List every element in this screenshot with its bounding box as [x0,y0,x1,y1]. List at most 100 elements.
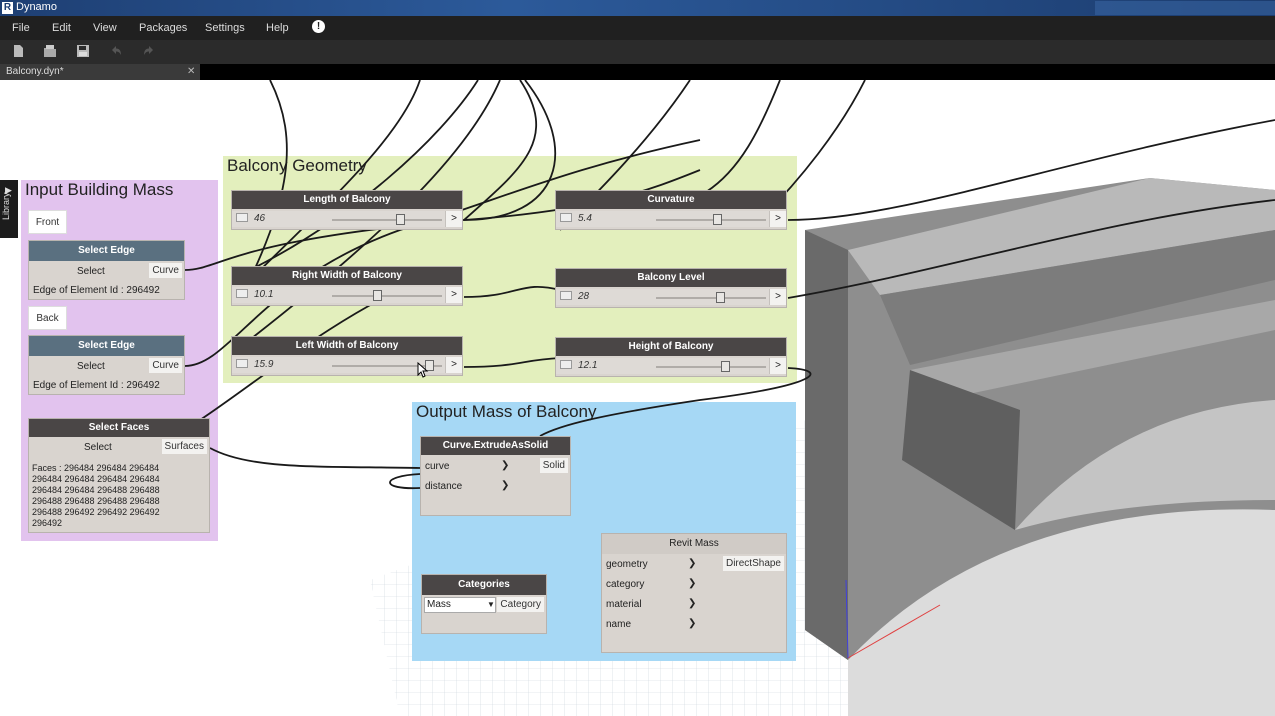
extrude-as-solid-node[interactable]: Curve.ExtrudeAsSolid curve ❯ distance ❯ … [420,436,571,516]
workspace-canvas[interactable]: ▶ Library Input Building Mass Balcony Ge… [0,80,1275,716]
tab-label: Balcony.dyn* [6,66,64,77]
revit-mass-node[interactable]: Revit Mass geometry ❯ category ❯ materia… [601,533,787,653]
input-port-material[interactable]: material [606,599,642,610]
node-title: Right Width of Balcony [232,267,462,285]
slider-height-of-balcony[interactable]: Height of Balcony 12.1 > [555,337,787,377]
category-dropdown[interactable]: Mass ▼ [424,597,496,613]
node-title: Curve.ExtrudeAsSolid [421,437,570,455]
output-port[interactable]: > [769,289,786,305]
slider-right-width-of-balcony[interactable]: Right Width of Balcony 10.1 > [231,266,463,306]
mouse-cursor-icon [417,362,429,378]
undo-icon[interactable] [109,44,123,58]
toolbar [0,40,1275,64]
expand-toggle[interactable] [560,360,572,369]
categories-node[interactable]: Categories Mass ▼ Category [421,574,547,634]
output-port-surfaces[interactable]: Surfaces [161,439,207,454]
slider-length-of-balcony[interactable]: Length of Balcony 46 > [231,190,463,230]
output-port[interactable]: > [769,211,786,227]
menu-edit[interactable]: Edit [52,22,71,34]
output-port-solid[interactable]: Solid [539,458,568,473]
slider-track[interactable] [332,219,442,221]
menu-file[interactable]: File [12,22,30,34]
wire [463,357,561,368]
chevron-right-icon: ❯ [688,578,697,589]
output-port-curve[interactable]: Curve [149,263,182,278]
wire [463,80,538,221]
expand-toggle[interactable] [236,359,248,368]
input-port-category[interactable]: category [606,579,645,590]
expand-arrow-icon: ▶ [5,185,12,195]
input-port-geometry[interactable]: geometry [606,559,648,570]
expand-toggle[interactable] [236,289,248,298]
slider-thumb[interactable] [373,290,383,301]
tab-bar-empty [200,64,1275,80]
slider-thumb[interactable] [720,361,730,372]
slider-value: 5.4 [578,213,592,224]
output-port[interactable]: > [445,287,462,303]
slider-thumb[interactable] [395,214,405,225]
revit-r-icon: R [2,2,13,14]
output-port[interactable]: > [769,358,786,374]
slider-track[interactable] [332,295,442,297]
wire [239,80,421,291]
wire [389,473,421,490]
wire [705,80,781,193]
expand-toggle[interactable] [236,213,248,222]
tab-bar: Balcony.dyn* ✕ [0,64,1275,80]
node-title: Curvature [556,191,786,209]
title-bar-search-area [1095,1,1275,15]
save-icon[interactable] [76,44,90,58]
building-mass-top [848,178,1275,295]
node-info: Faces : 296484 296484 296484 296484 2964… [32,463,160,528]
slider-balcony-level[interactable]: Balcony Level 28 > [555,268,787,308]
back-button[interactable]: Back [28,306,67,330]
expand-toggle[interactable] [560,291,572,300]
chevron-right-icon: ❯ [688,598,697,609]
slider-track[interactable] [332,365,442,367]
slider-curvature[interactable]: Curvature 5.4 > [555,190,787,230]
close-icon[interactable]: ✕ [187,66,196,77]
axis-z-line [845,579,849,659]
new-file-icon[interactable] [11,44,25,58]
slider-left-width-of-balcony[interactable]: Left Width of Balcony 15.9 > [231,336,463,376]
select-faces-node[interactable]: Select Faces Select Surfaces Faces : 296… [28,418,210,533]
slider-row: 10.1 > [232,287,462,303]
slider-track[interactable] [656,219,766,221]
node-title: Balcony Level [556,269,786,287]
slider-thumb[interactable] [715,292,725,303]
dropdown-value: Mass [427,599,451,610]
output-port-category[interactable]: Category [497,597,544,612]
expand-toggle[interactable] [560,213,572,222]
menu-packages[interactable]: Packages [139,22,188,34]
select-edge-node-back[interactable]: Select Edge Select Curve Edge of Element… [28,335,185,395]
slider-thumb[interactable] [712,214,722,225]
front-button[interactable]: Front [28,210,67,234]
slider-row: 12.1 > [556,358,786,374]
redo-icon[interactable] [142,44,156,58]
output-port-directshape[interactable]: DirectShape [722,556,784,571]
output-port-curve[interactable]: Curve [149,358,182,373]
output-port[interactable]: > [445,357,462,373]
library-tab[interactable]: ▶ Library [0,180,18,238]
input-port-distance[interactable]: distance [425,481,463,492]
select-button[interactable]: Select [77,266,105,277]
open-folder-icon[interactable] [43,44,57,58]
menu-view[interactable]: View [93,22,117,34]
input-port-curve[interactable]: curve [425,461,450,472]
menu-settings[interactable]: Settings [205,22,245,34]
notification-icon[interactable]: ! [312,20,325,33]
menu-help[interactable]: Help [266,22,289,34]
node-title: Left Width of Balcony [232,337,462,355]
select-edge-node-front[interactable]: Select Edge Select Curve Edge of Element… [28,240,185,300]
input-port-name[interactable]: name [606,619,632,630]
output-port[interactable]: > [445,211,462,227]
tab-balcony[interactable]: Balcony.dyn* ✕ [0,64,200,80]
slider-track[interactable] [656,366,766,368]
slider-track[interactable] [656,297,766,299]
slider-row: 46 > [232,211,462,227]
select-button[interactable]: Select [84,442,112,453]
wire [463,286,561,298]
slider-thumb[interactable] [424,360,434,371]
select-button[interactable]: Select [77,361,105,372]
balcony-side [902,370,1020,530]
